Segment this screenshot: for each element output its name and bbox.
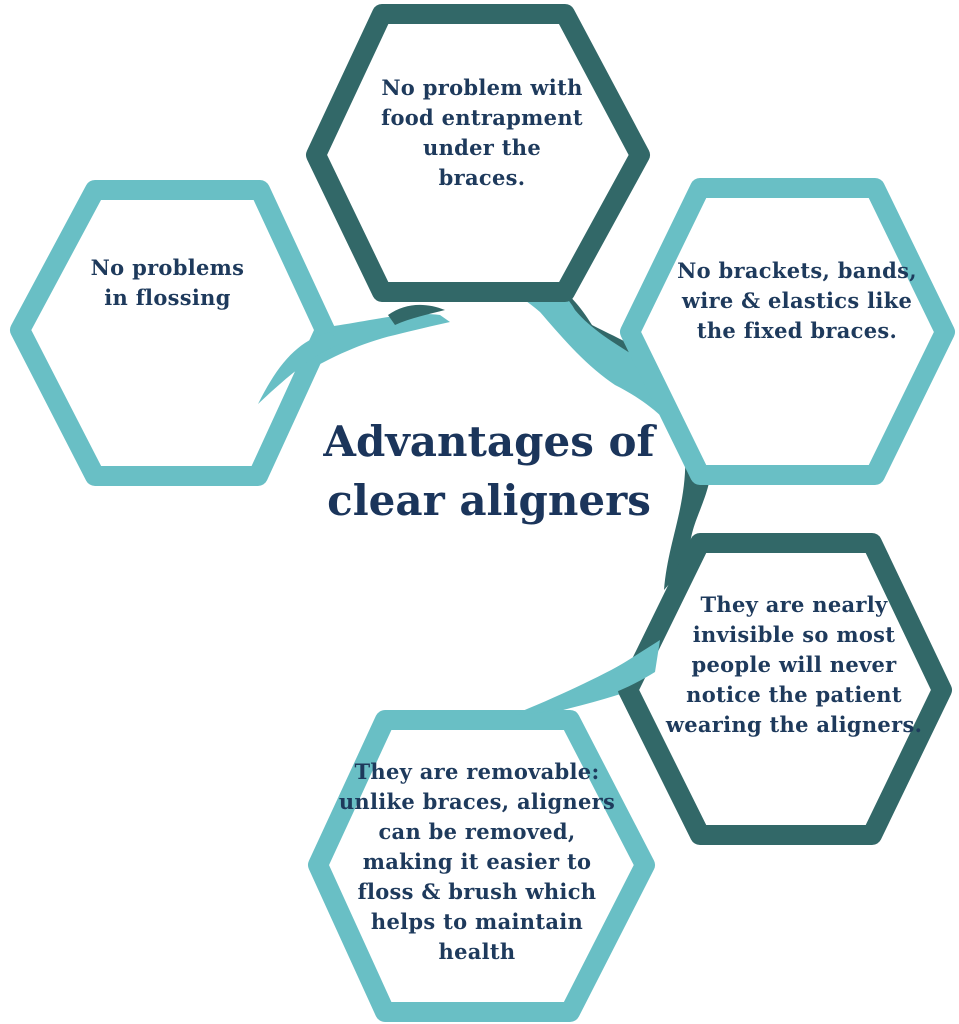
advantage-flossing-text: No problems in flossing: [90, 255, 245, 310]
hexagon-food: [306, 4, 650, 302]
tail-left: [258, 332, 340, 404]
advantage-no-brackets-text: No brackets, bands, wire & elastics like…: [677, 258, 917, 343]
tail-bottom: [515, 640, 660, 715]
diagram-title: Advantages of clear aligners: [323, 417, 655, 525]
hexagons: [10, 4, 955, 1022]
advantage-invisible-text: They are nearly invisible so most people…: [665, 592, 923, 737]
hexagon-removable: [308, 710, 655, 1022]
connector-top-light: [490, 274, 694, 450]
hexagon-invisible: [618, 533, 952, 845]
hexagon-flossing: [10, 180, 335, 486]
connector-tails: [258, 332, 660, 715]
hexagon-brackets: [620, 178, 955, 485]
advantage-food-entrapment-text: No problem with food entrapment under th…: [381, 75, 583, 190]
connector-left-dark: [388, 304, 445, 325]
advantage-removable-text: They are removable: unlike braces, align…: [338, 759, 616, 964]
